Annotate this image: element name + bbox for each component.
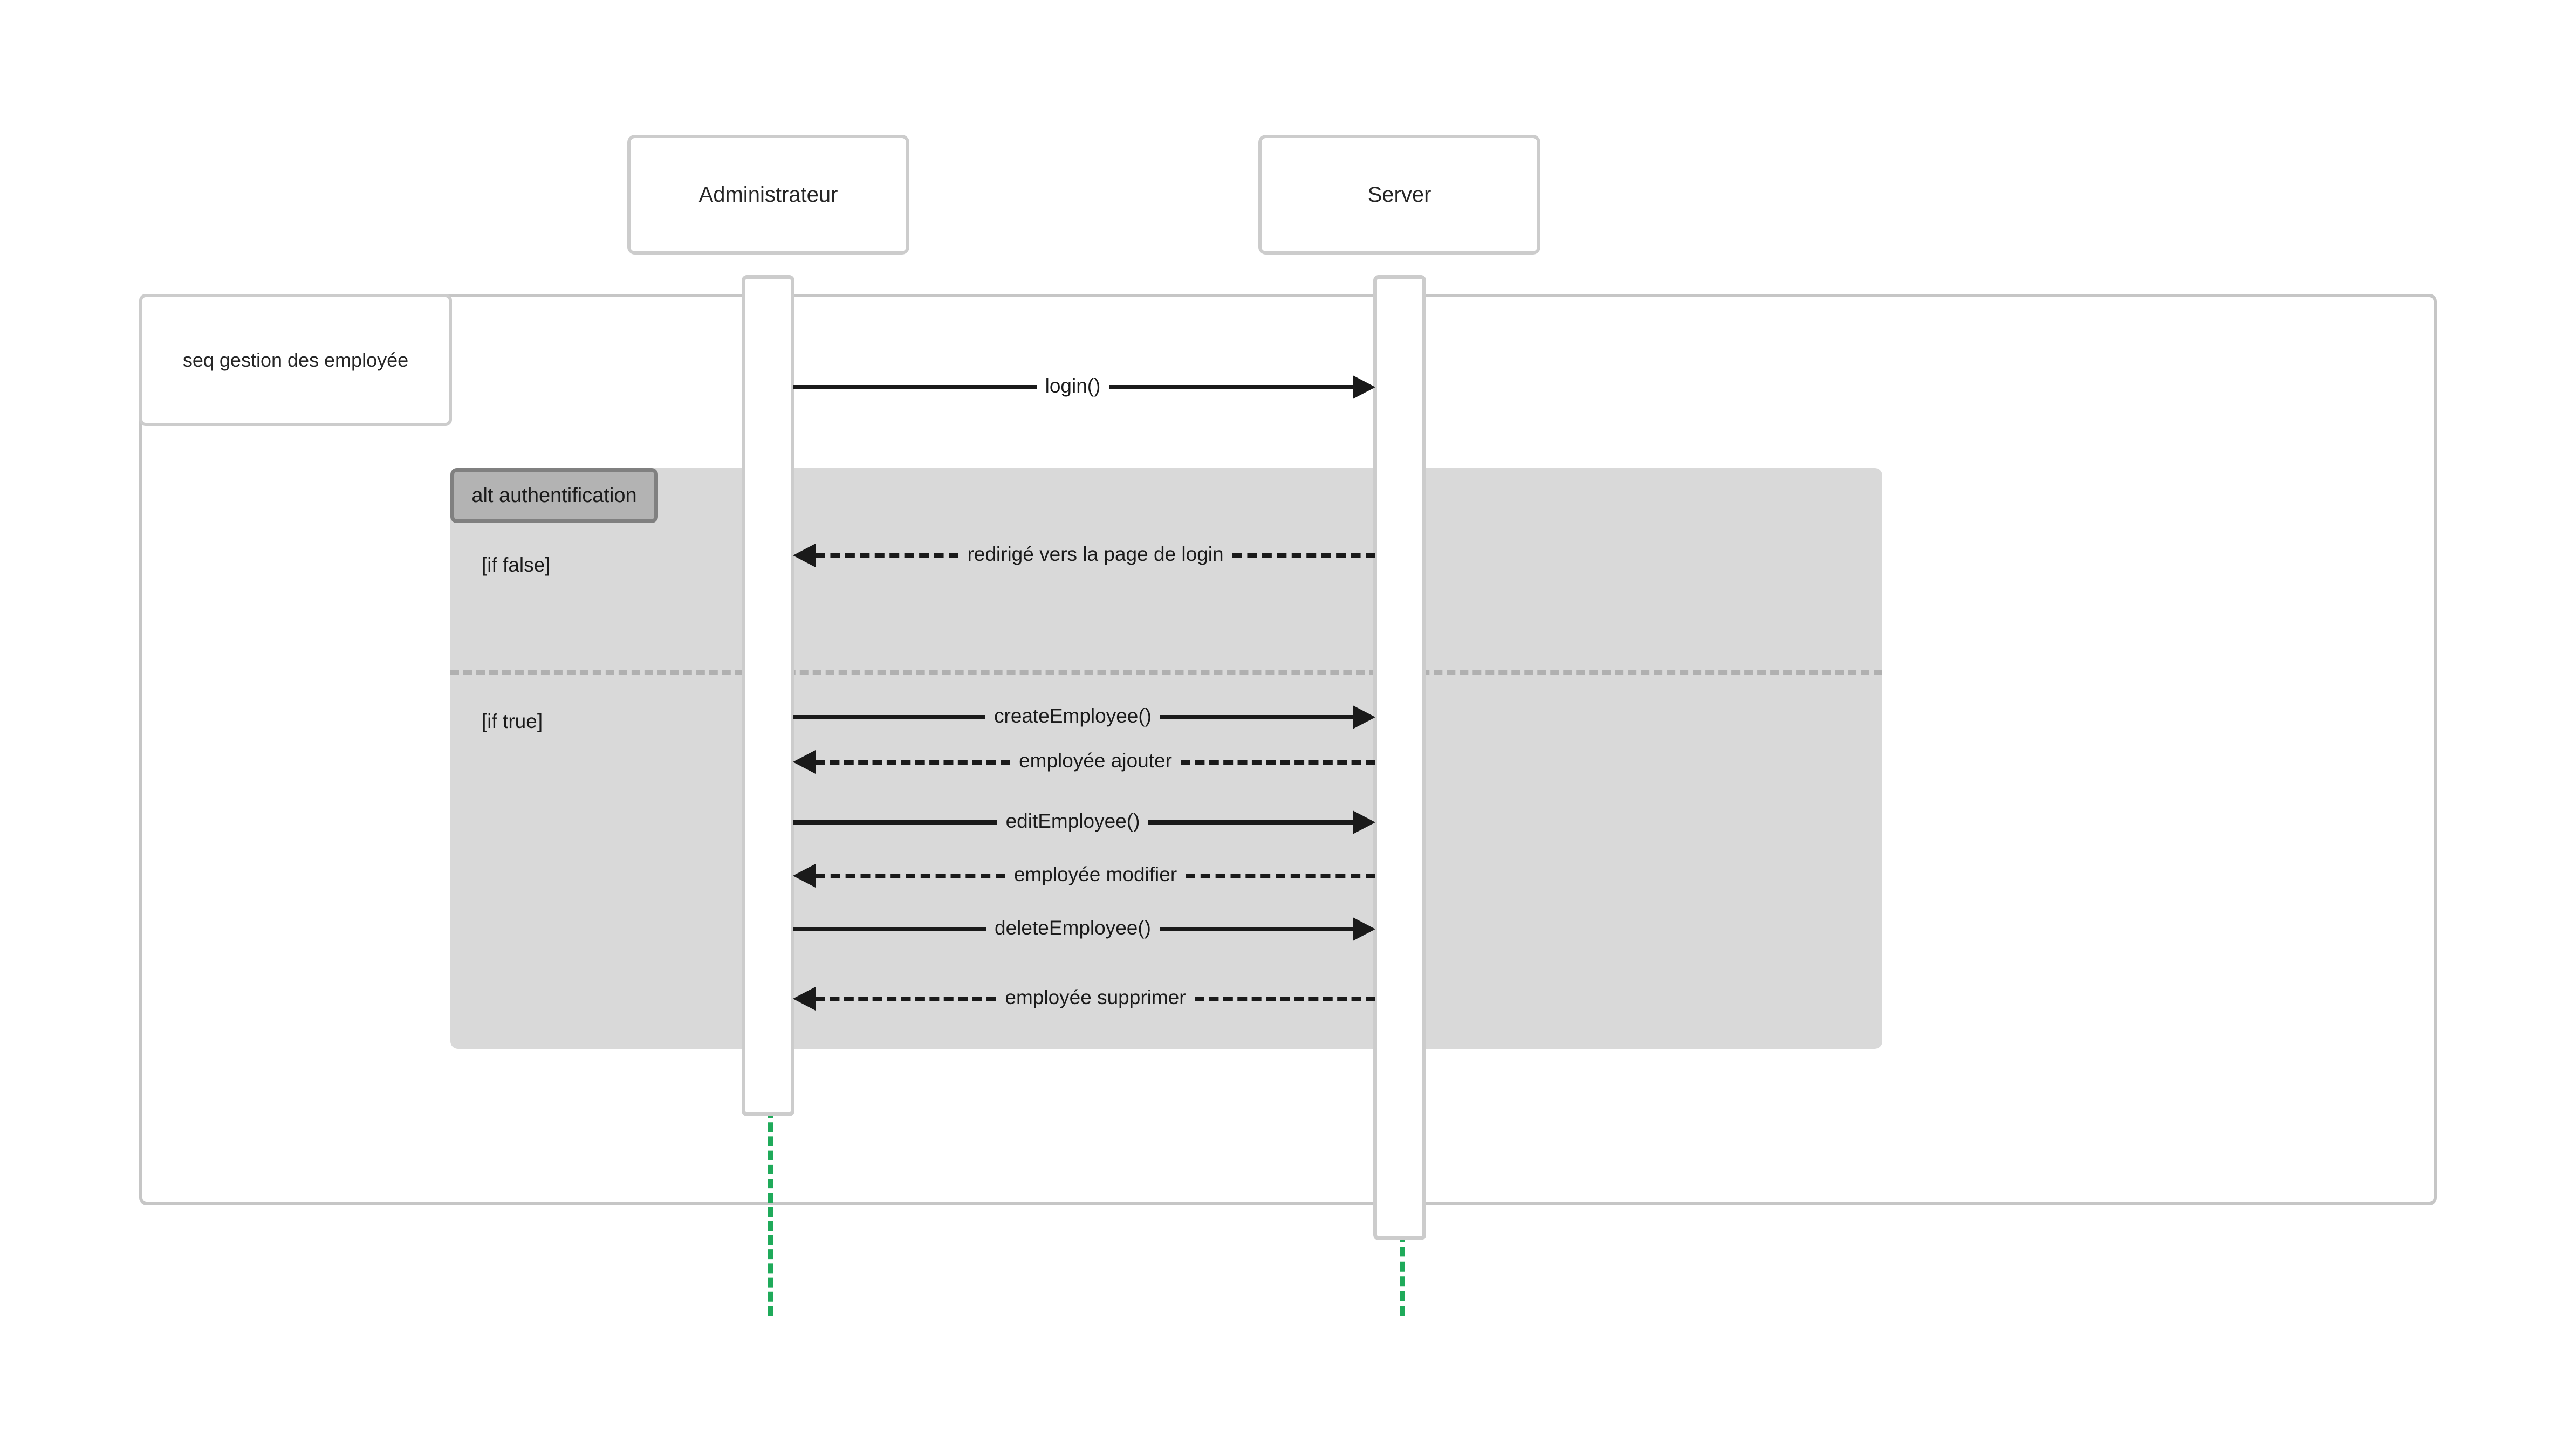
participant-server-label: Server xyxy=(1367,182,1431,207)
message-employee-supprimer-arrowhead xyxy=(793,987,816,1011)
message-delete-employee-label: deleteEmployee() xyxy=(995,917,1151,939)
message-employee-modifier-line xyxy=(816,873,1005,878)
message-employee-supprimer-line xyxy=(816,996,997,1001)
activation-bar-server xyxy=(1373,275,1426,1240)
message-create-employee-line xyxy=(793,715,985,719)
message-login-label: login() xyxy=(1045,375,1101,397)
message-employee-supprimer-line-2 xyxy=(1194,996,1375,1001)
message-delete-employee-line xyxy=(793,927,986,931)
lifeline-server xyxy=(1400,1232,1405,1316)
message-login-arrowhead xyxy=(1353,375,1376,399)
guard-if-true: [if true] xyxy=(482,710,543,732)
alt-operand-divider xyxy=(450,670,1882,675)
message-create-employee-arrowhead xyxy=(1353,705,1376,729)
message-employee-ajouter-line-2 xyxy=(1180,759,1375,765)
message-create-employee-line-2 xyxy=(1160,715,1353,719)
message-employee-modifier-arrowhead xyxy=(793,864,816,888)
message-login-line-2 xyxy=(1109,385,1353,389)
activation-bar-administrateur xyxy=(742,275,794,1116)
guard-if-false: [if false] xyxy=(482,554,551,576)
participant-server[interactable]: Server xyxy=(1258,135,1540,255)
message-create-employee-label: createEmployee() xyxy=(994,705,1152,727)
sequence-frame-label: seq gestion des employée xyxy=(182,348,409,371)
message-employee-ajouter-label: employée ajouter xyxy=(1019,750,1172,772)
alt-fragment-operator-label: alt authentification xyxy=(471,484,637,507)
message-employee-modifier-label: employée modifier xyxy=(1013,863,1177,885)
message-redirige-login-label: redirigé vers la page de login xyxy=(967,543,1224,565)
alt-fragment-body xyxy=(450,468,1882,1049)
alt-fragment-operator-tab: alt authentification xyxy=(450,468,658,523)
message-redirige-login-line-2 xyxy=(1232,553,1376,558)
sequence-frame xyxy=(139,294,2437,1205)
message-employee-ajouter-line xyxy=(816,759,1011,765)
message-login-line xyxy=(793,385,1037,389)
message-edit-employee-label: editEmployee() xyxy=(1005,810,1140,832)
message-redirige-login-arrowhead xyxy=(793,544,816,567)
message-edit-employee-line xyxy=(793,820,997,825)
message-delete-employee-line-2 xyxy=(1160,927,1353,931)
message-employee-modifier-line-2 xyxy=(1186,873,1375,878)
message-redirige-login-line xyxy=(816,553,959,558)
message-employee-ajouter-arrowhead xyxy=(793,750,816,774)
participant-administrateur-label: Administrateur xyxy=(698,182,838,207)
message-employee-supprimer-label: employée supprimer xyxy=(1005,986,1186,1008)
message-edit-employee-line-2 xyxy=(1148,820,1353,825)
message-edit-employee-arrowhead xyxy=(1353,810,1375,834)
participant-administrateur[interactable]: Administrateur xyxy=(627,135,909,255)
message-delete-employee-arrowhead xyxy=(1353,917,1376,941)
sequence-frame-label-tab: seq gestion des employée xyxy=(139,294,452,426)
lifeline-administrateur xyxy=(768,1108,773,1316)
